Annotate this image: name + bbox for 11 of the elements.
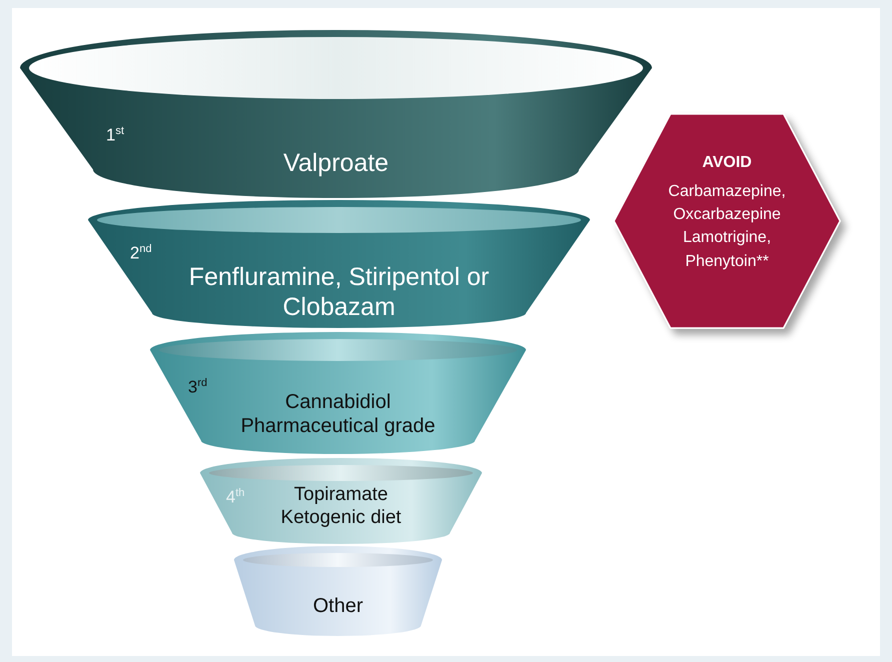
tier-label: Fenfluramine, Stiripentol or Clobazam [188,262,490,322]
hexagon-heading: AVOID [701,154,753,172]
tier-label: Cannabidiol Pharmaceutical grade [240,390,436,438]
tier-label: Topiramate Ketogenic diet [280,484,402,530]
tier-number: 2$^{nd}$ [130,244,152,262]
hexagon-text: Carbamazepine, Oxcarbazepine Lamotrigine, Phenytoin** [667,182,787,272]
tier-label: Other [312,594,364,618]
tier-number: 4$^{th}$ [226,488,245,506]
tier-number: 3$^{rd}$ [188,378,208,396]
tier-label: Valproate [282,148,390,178]
tier-number: 1$^{st}$ [106,126,124,144]
